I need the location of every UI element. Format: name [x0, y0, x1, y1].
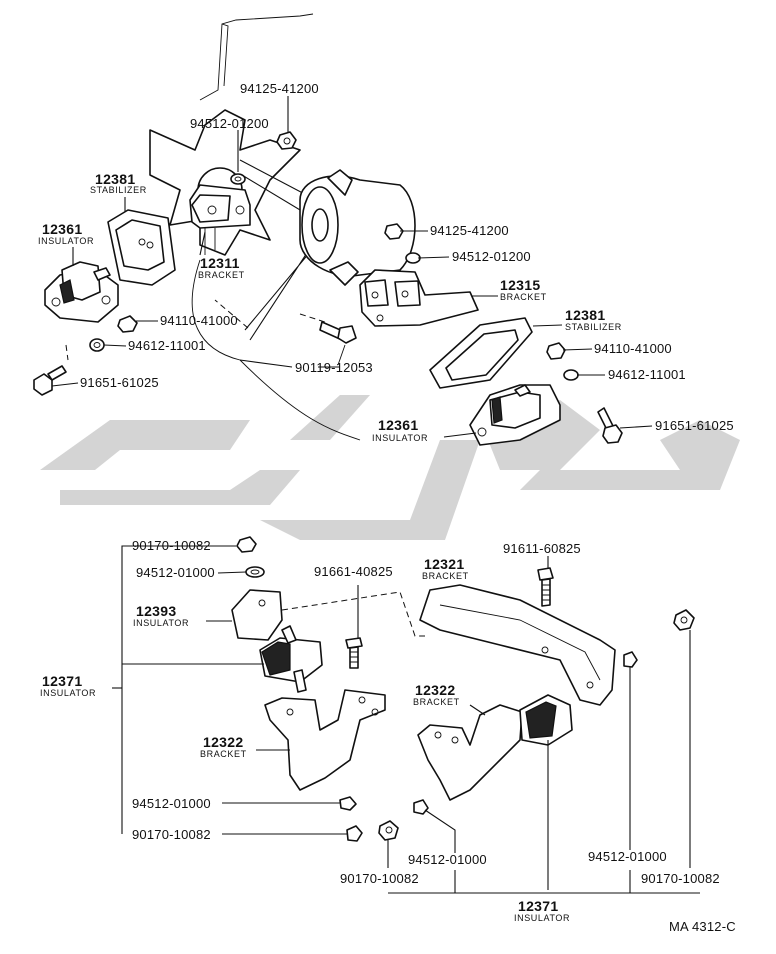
label-12311: 12311	[200, 255, 240, 271]
caption-12361-b: INSULATOR	[372, 433, 429, 443]
label-91651-61025-b: 91651-61025	[655, 418, 734, 433]
caption-12371-a: INSULATOR	[40, 688, 97, 698]
washer-94512-01200-top	[230, 173, 246, 185]
washer-94612-11001-right	[563, 369, 579, 381]
nut-90170-10082-right	[673, 609, 695, 631]
label-91661-40825: 91661-40825	[314, 564, 393, 579]
caption-12315: BRACKET	[500, 292, 547, 302]
washer-94512-01000-top-left	[245, 566, 265, 578]
label-94125-41200-b: 94125-41200	[430, 223, 509, 238]
bolt-91661-40825	[345, 637, 363, 669]
nut-90170-10082-bottom-mid	[378, 820, 399, 841]
label-94612-11001-a: 94612-11001	[128, 338, 206, 353]
nut-94110-41000-left	[117, 315, 138, 333]
nut-90170-10082-top-left	[236, 536, 257, 553]
label-94512-01000-d: 94512-01000	[588, 849, 667, 864]
label-12381-a: 12381	[95, 171, 136, 187]
label-94110-41000-a: 94110-41000	[160, 313, 238, 328]
label-94512-01000-a: 94512-01000	[136, 565, 215, 580]
label-94612-11001-b: 94612-11001	[608, 367, 686, 382]
label-90170-10082-c: 90170-10082	[340, 871, 419, 886]
nut-94125-41200-right	[384, 223, 404, 240]
bracket-12322-right	[417, 694, 573, 801]
bracket-12321	[419, 584, 616, 706]
label-12322-a: 12322	[203, 734, 244, 750]
label-90170-10082-a: 90170-10082	[132, 538, 211, 553]
caption-12371-b: INSULATOR	[514, 913, 571, 923]
guide-dashes	[214, 299, 425, 637]
label-12371-b: 12371	[518, 898, 559, 914]
bracket-12315	[359, 269, 479, 327]
label-12371-a: 12371	[42, 673, 83, 689]
caption-12311: BRACKET	[198, 270, 245, 280]
nut-94125-41200-top	[276, 131, 297, 150]
washer-94512-01000-right	[623, 651, 638, 668]
label-12393: 12393	[136, 603, 177, 619]
insulator-12361-right	[469, 384, 561, 446]
stabilizer-12381-left	[107, 209, 176, 286]
caption-12381-b: STABILIZER	[565, 322, 622, 332]
washer-94512-01000-bottom-mid	[413, 799, 429, 815]
label-94125-41200-a: 94125-41200	[240, 81, 319, 96]
label-12361-b: 12361	[378, 417, 419, 433]
label-94512-01200-a: 94512-01200	[190, 116, 269, 131]
washer-94612-11001-left	[89, 338, 105, 352]
insulator-12361-left	[44, 261, 119, 323]
caption-12361-a: INSULATOR	[38, 236, 95, 246]
caption-12322-b: BRACKET	[413, 697, 460, 707]
caption-12322-a: BRACKET	[200, 749, 247, 759]
label-94512-01000-b: 94512-01000	[132, 796, 211, 811]
label-90170-10082-b: 90170-10082	[132, 827, 211, 842]
caption-12393: INSULATOR	[133, 618, 190, 628]
alternator	[299, 169, 416, 286]
bracket-12311	[189, 184, 251, 255]
washer-94512-01000-bottom-left	[339, 796, 357, 811]
nut-94110-41000-right	[546, 342, 566, 360]
caption-12321: BRACKET	[422, 571, 469, 581]
label-94512-01000-c: 94512-01000	[408, 852, 487, 867]
nut-90170-10082-bottom-left	[346, 825, 363, 842]
label-12315: 12315	[500, 277, 541, 293]
leader-lines	[51, 96, 700, 894]
bolt-91651-61025-right	[597, 407, 623, 444]
label-12321: 12321	[424, 556, 465, 572]
label-90170-10082-d: 90170-10082	[641, 871, 720, 886]
label-12322-b: 12322	[415, 682, 456, 698]
caption-12381-a: STABILIZER	[90, 185, 147, 195]
label-91651-61025-a: 91651-61025	[80, 375, 159, 390]
insulator-12393	[231, 589, 323, 693]
bolt-91611-60825	[537, 567, 554, 607]
watermark-logo	[40, 395, 740, 540]
label-90119-12053: 90119-12053	[295, 360, 373, 375]
bolt-90119-12053	[299, 313, 357, 366]
label-12381-b: 12381	[565, 307, 606, 323]
washer-94512-01200-right	[405, 252, 421, 264]
label-91611-60825: 91611-60825	[503, 541, 581, 556]
bolt-91651-61025-left	[33, 344, 69, 396]
label-94512-01200-b: 94512-01200	[452, 249, 531, 264]
label-12361-a: 12361	[42, 221, 83, 237]
bracket-12322-left	[264, 689, 386, 791]
label-94110-41000-b: 94110-41000	[594, 341, 672, 356]
diagram-code: MA 4312-C	[669, 919, 736, 934]
stabilizer-12381-right	[429, 317, 533, 389]
